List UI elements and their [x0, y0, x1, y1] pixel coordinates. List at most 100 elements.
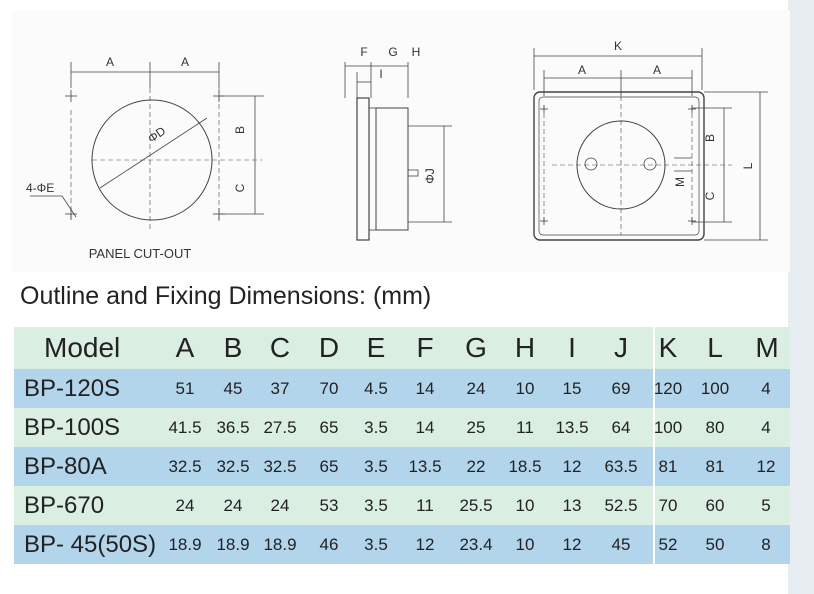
cell-f: 12 [415, 534, 435, 554]
cell-m: 12 [756, 456, 776, 476]
cell-m: 4 [761, 378, 771, 398]
cell-h: 10 [515, 378, 535, 398]
cell-d: 53 [319, 495, 339, 515]
cell-d: 65 [319, 417, 339, 437]
table-title: Outline and Fixing Dimensions: (mm) [20, 282, 432, 310]
cell-a: 32.5 [168, 456, 202, 476]
side-dim-h: H [412, 45, 421, 59]
column-divider [653, 408, 655, 447]
cell-a: 24 [175, 495, 195, 515]
cell-g: 23.4 [459, 534, 493, 554]
cell-c: 32.5 [263, 456, 297, 476]
cutout-dim-a-right: A [181, 55, 189, 69]
cell-i: 12 [562, 534, 582, 554]
cell-f: 14 [415, 417, 435, 437]
header-i: I [568, 332, 576, 363]
cell-f: 14 [415, 378, 435, 398]
cell-m: 8 [761, 534, 771, 554]
column-divider [653, 327, 655, 369]
cell-h: 18.5 [508, 456, 542, 476]
cell-e: 3.5 [364, 534, 388, 554]
cell-b: 24 [223, 495, 243, 515]
cell-h: 10 [515, 495, 535, 515]
cell-f: 13.5 [408, 456, 442, 476]
side-dim-f: F [360, 45, 367, 59]
cell-j: 52.5 [604, 495, 638, 515]
column-divider [653, 447, 655, 486]
dimensions-table: Model A B C D E F G H I J K L M BP-120S … [14, 327, 790, 564]
side-view-drawing [344, 62, 452, 241]
front-dim-a-right: A [653, 63, 661, 77]
cell-i: 13.5 [555, 417, 589, 437]
cutout-dim-b: B [233, 126, 247, 134]
cell-d: 70 [319, 378, 339, 398]
cell-k: 81 [658, 456, 678, 476]
cutout-dim-a-left: A [106, 55, 114, 69]
cell-a: 41.5 [168, 417, 202, 437]
cell-a: 18.9 [168, 534, 202, 554]
cell-model: BP-80A [24, 452, 107, 480]
side-dim-g: G [388, 45, 397, 59]
header-e: E [366, 332, 386, 363]
cell-l: 60 [705, 495, 725, 515]
cell-g: 24 [466, 378, 486, 398]
cell-e: 3.5 [364, 417, 388, 437]
header-b: B [223, 332, 243, 363]
table-row: BP-120S 51 45 37 70 4.5 14 24 10 15 69 1… [14, 369, 790, 408]
column-divider [653, 486, 655, 525]
cell-m: 4 [761, 417, 771, 437]
cell-h: 10 [515, 534, 535, 554]
cell-e: 3.5 [364, 456, 388, 476]
header-f: F [416, 332, 434, 363]
header-l: L [707, 332, 723, 363]
cell-i: 15 [562, 378, 582, 398]
table-row: BP-670 24 24 24 53 3.5 11 25.5 10 13 52.… [14, 486, 790, 525]
cell-b: 18.9 [216, 534, 250, 554]
right-edge-strip [788, 0, 814, 594]
header-a: A [175, 332, 195, 363]
header-h: H [514, 332, 536, 363]
cell-j: 45 [611, 534, 631, 554]
cell-h: 11 [516, 417, 534, 437]
cell-i: 13 [562, 495, 582, 515]
cell-d: 46 [319, 534, 339, 554]
cell-model: BP- 45(50S) [24, 530, 157, 558]
cell-j: 69 [611, 378, 631, 398]
cutout-dim-c: C [233, 183, 247, 192]
front-view-drawing [533, 48, 768, 241]
cell-model: BP-120S [24, 374, 121, 402]
dimension-drawings: A A ΦD B C 4-ΦE PANEL CUT-OUT F G H I ΦJ… [12, 10, 790, 272]
front-dim-m: M [673, 177, 687, 187]
cell-k: 70 [658, 495, 678, 515]
cell-b: 32.5 [216, 456, 250, 476]
cell-d: 65 [319, 456, 339, 476]
cell-e: 4.5 [364, 378, 388, 398]
cell-l: 80 [705, 417, 725, 437]
front-dim-a-left: A [578, 63, 586, 77]
cutout-dim-e: 4-ΦE [26, 181, 54, 195]
cell-j: 63.5 [604, 456, 638, 476]
front-dim-k: K [614, 39, 622, 53]
header-d: D [318, 332, 340, 363]
cell-i: 12 [562, 456, 582, 476]
table-header-row: Model A B C D E F G H I J K L M [14, 327, 790, 369]
header-model: Model [44, 332, 121, 363]
cell-g: 25 [466, 417, 486, 437]
cell-c: 24 [270, 495, 290, 515]
cell-g: 25.5 [459, 495, 493, 515]
table-row: BP-100S 41.5 36.5 27.5 65 3.5 14 25 11 1… [14, 408, 790, 447]
cell-j: 64 [611, 417, 631, 437]
front-dim-b: B [703, 134, 717, 142]
cell-c: 18.9 [263, 534, 297, 554]
table-row: BP-80A 32.5 32.5 32.5 65 3.5 13.5 22 18.… [14, 447, 790, 486]
panel-cutout-label: PANEL CUT-OUT [89, 246, 192, 261]
header-g: G [465, 332, 487, 363]
cell-c: 37 [270, 378, 290, 398]
front-dim-c: C [703, 191, 717, 200]
front-dim-l: L [741, 162, 755, 169]
side-dim-i: I [379, 67, 382, 81]
column-divider [653, 525, 655, 564]
cell-k: 120 [653, 378, 683, 398]
cell-k: 100 [653, 417, 683, 437]
